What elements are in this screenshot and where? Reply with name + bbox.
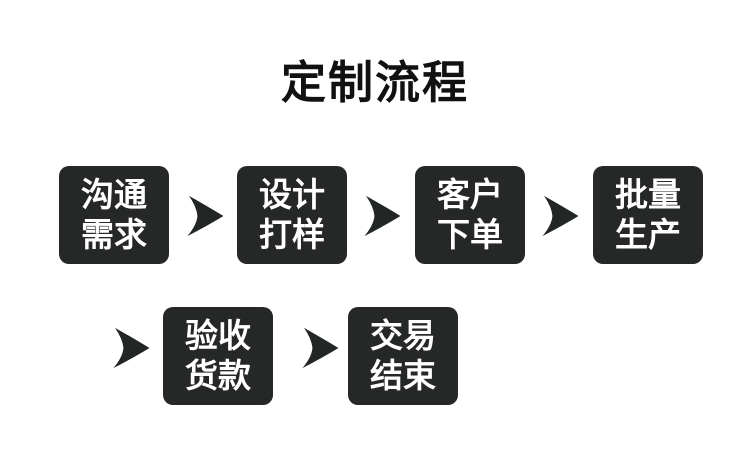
step-box-transaction-complete: 交易 结束 xyxy=(348,307,458,405)
arrow-right-icon xyxy=(537,195,583,237)
step-label-line: 打样 xyxy=(259,216,325,253)
step-box-design-proofing: 设计 打样 xyxy=(237,166,347,264)
step-label-line: 交易 xyxy=(370,317,436,354)
step-box-mass-production: 批量 生产 xyxy=(593,166,703,264)
step-label-line: 结束 xyxy=(370,357,436,394)
step-label-line: 验收 xyxy=(185,317,251,354)
arrow-right-icon xyxy=(108,327,154,369)
step-label-line: 需求 xyxy=(81,216,147,253)
step-label-line: 客户 xyxy=(437,176,503,213)
arrow-right-icon xyxy=(359,195,405,237)
step-label-line: 货款 xyxy=(185,357,251,394)
arrow-right-icon xyxy=(297,327,343,369)
step-box-acceptance-payment: 验收 货款 xyxy=(163,307,273,405)
page-title: 定制流程 xyxy=(280,57,469,108)
step-box-communicate-needs: 沟通 需求 xyxy=(59,166,169,264)
step-label-line: 批量 xyxy=(615,176,681,213)
step-label-line: 沟通 xyxy=(81,176,147,213)
arrow-right-icon xyxy=(182,195,228,237)
step-label-line: 设计 xyxy=(259,176,325,213)
step-box-customer-order: 客户 下单 xyxy=(415,166,525,264)
step-label-line: 下单 xyxy=(437,216,503,253)
step-label-line: 生产 xyxy=(615,216,681,253)
